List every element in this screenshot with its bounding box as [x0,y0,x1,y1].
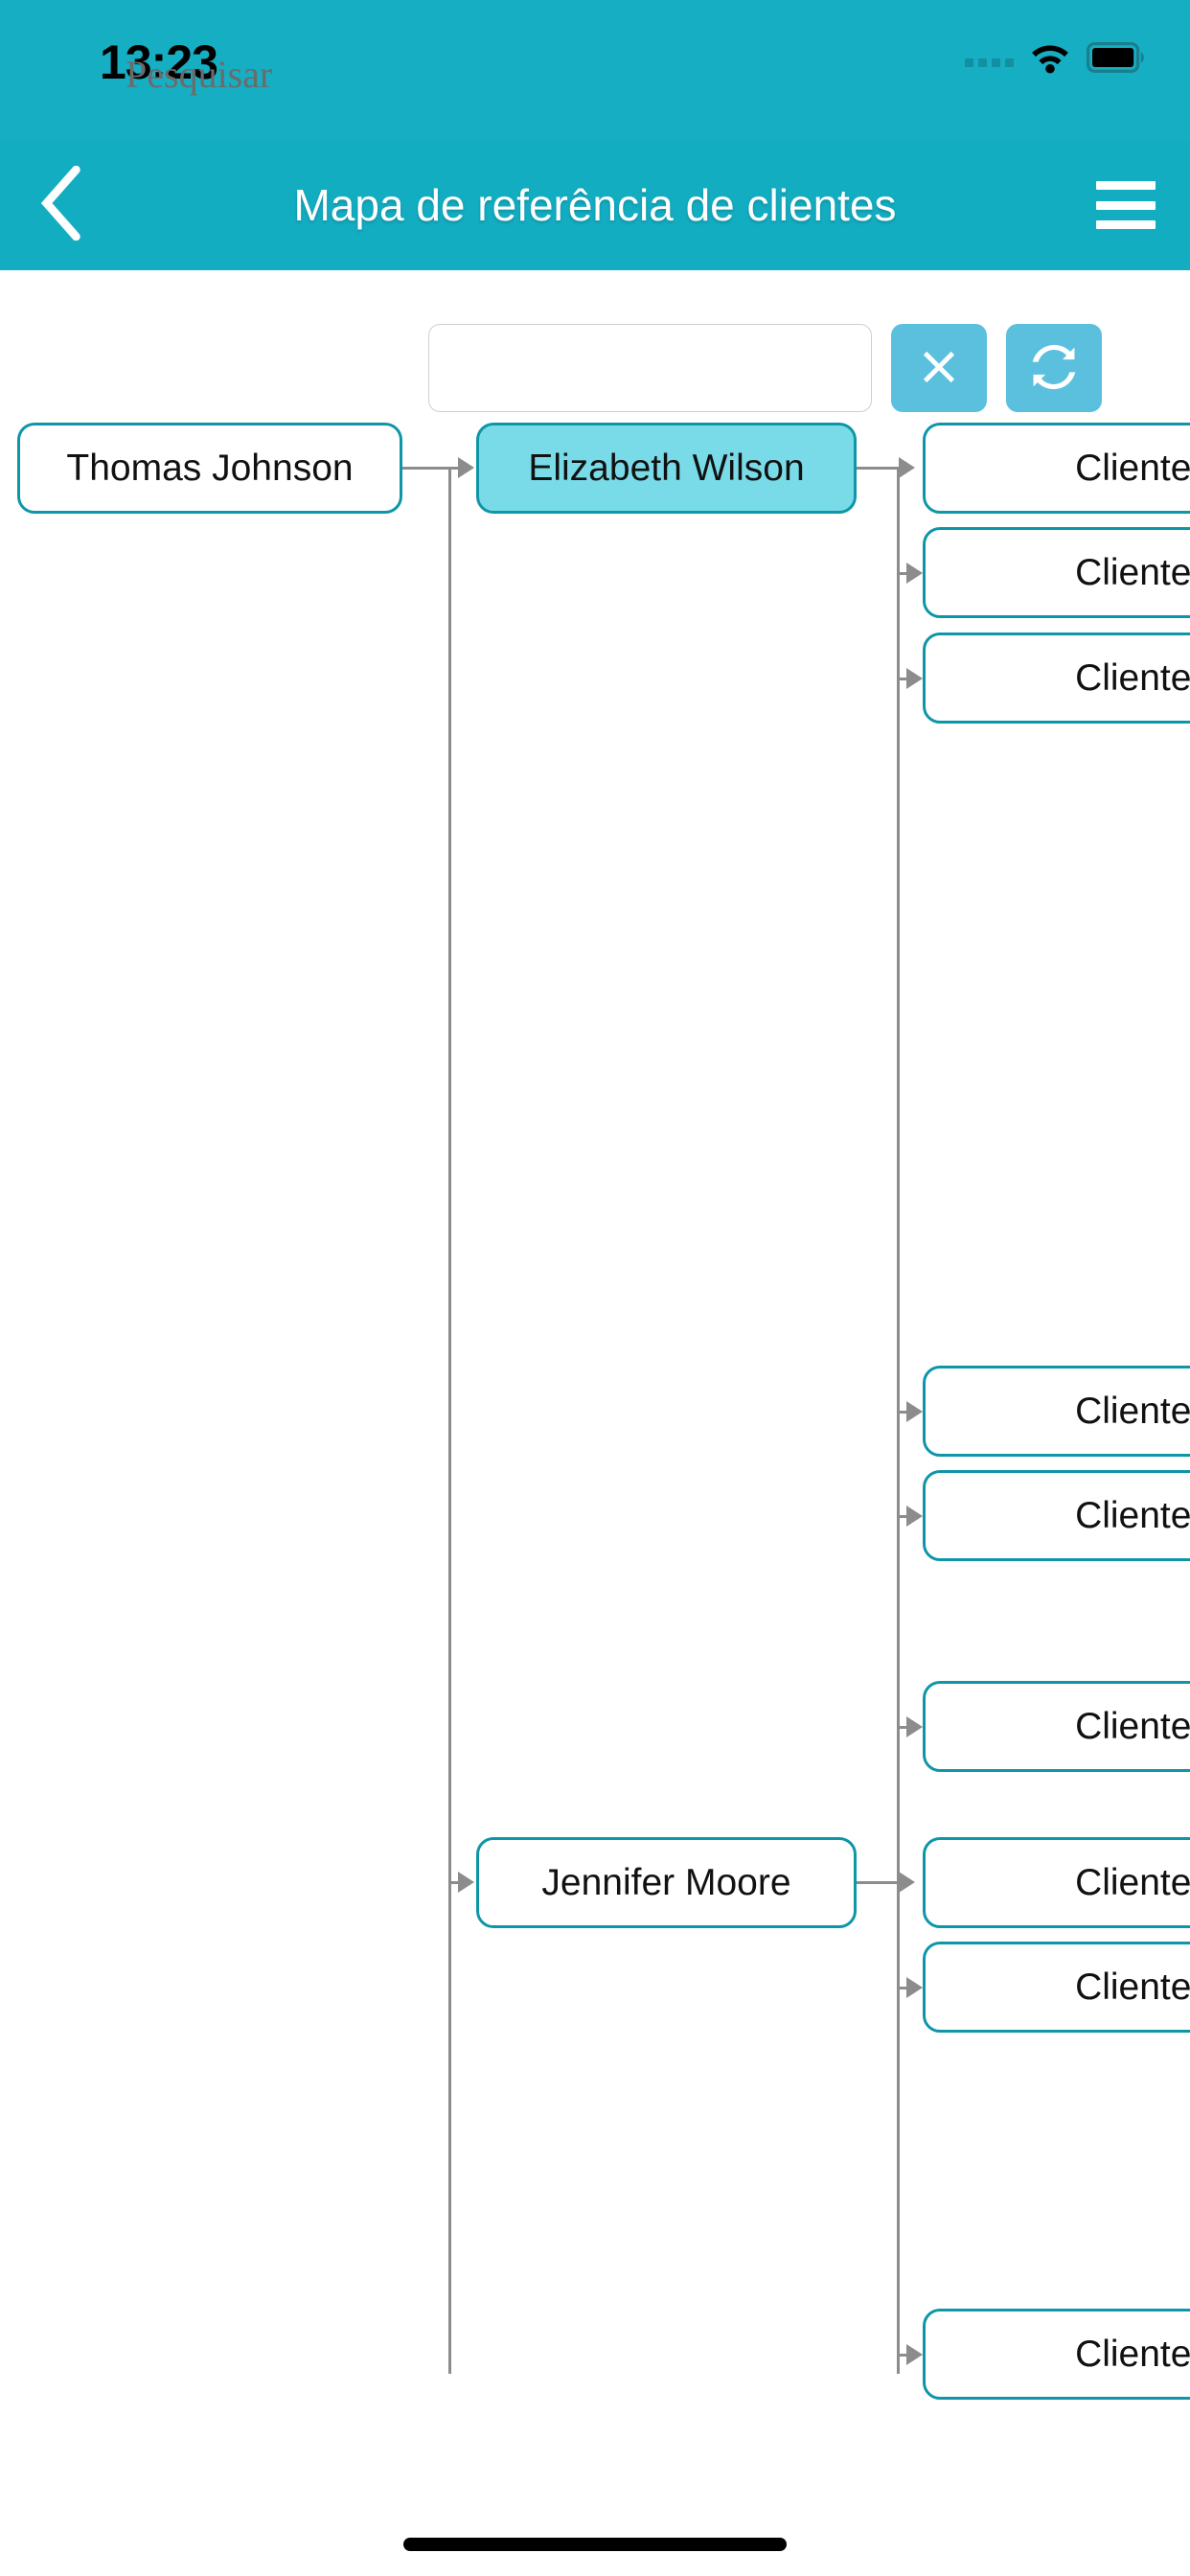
arrow-to-cliente-3 [906,668,923,689]
status-time: 13:23 [100,35,218,89]
signal-dots-icon [965,52,1014,67]
refresh-icon [1030,343,1078,394]
node-label: Cliente 2 [1075,551,1190,593]
node-label: Cliente 9 [1075,2333,1190,2375]
node-label: Cliente 4 [1075,1390,1190,1432]
status-icons [965,36,1144,82]
tree-node-elizabeth-wilson[interactable]: Elizabeth Wilson [476,423,857,514]
node-label: Cliente 1 [1075,447,1190,489]
refresh-button[interactable] [1006,324,1102,412]
tree-node-cliente-7[interactable]: Cliente 7 [923,1837,1190,1928]
connector-h-c5 [897,1515,910,1518]
connector-h-n3-out [857,1881,901,1884]
navigation-bar: Mapa de referência de clientes [0,140,1190,270]
node-label: Cliente 7 [1075,1861,1190,1903]
arrow-to-cliente-6 [906,1716,923,1737]
node-label: Cliente 8 [1075,1966,1190,2008]
node-label: Jennifer Moore [541,1861,791,1903]
arrow-to-cliente-8 [906,1977,923,1998]
search-input[interactable] [428,324,872,412]
page-title: Mapa de referência de clientes [293,180,897,230]
battery-full-icon [1087,41,1144,79]
connector-h-c3 [897,678,910,680]
tree-node-cliente-6[interactable]: Cliente 6 [923,1681,1190,1772]
tree-node-thomas-johnson[interactable]: Thomas Johnson [17,423,402,514]
tree-node-cliente-1[interactable]: Cliente 1 [923,423,1190,514]
clear-search-button[interactable] [891,324,987,412]
node-label: Elizabeth Wilson [528,447,805,489]
node-label: Cliente 6 [1075,1705,1190,1747]
back-button[interactable] [17,159,103,251]
connector-h-n1 [402,467,450,470]
connector-h-c9 [897,2354,910,2357]
node-label: Cliente 5 [1075,1494,1190,1536]
tree-node-jennifer-moore[interactable]: Jennifer Moore [476,1837,857,1928]
connector-h-c4 [897,1411,910,1414]
tree-node-cliente-8[interactable]: Cliente 8 [923,1942,1190,2033]
connector-trunk-level2-a [897,467,900,2374]
connector-trunk-level1 [448,467,451,2374]
connector-h-n2 [448,467,460,470]
arrow-to-jennifer-moore [458,1872,474,1893]
tree-node-cliente-5[interactable]: Cliente 5 [923,1470,1190,1561]
node-label: Cliente 3 [1075,656,1190,699]
arrow-to-cliente-7 [899,1872,915,1893]
arrow-to-cliente-4 [906,1401,923,1422]
connector-h-n2-out [857,467,901,470]
search-label: Pesquisar [126,53,273,96]
hamburger-menu-icon[interactable] [1096,176,1156,234]
arrow-to-cliente-9 [906,2344,923,2365]
connector-h-c8 [897,1987,910,1990]
connector-h-c6 [897,1726,910,1729]
tree-node-cliente-3[interactable]: Cliente 3 [923,632,1190,724]
home-indicator[interactable] [403,2538,787,2551]
wifi-icon [1029,39,1071,80]
arrow-to-cliente-2 [906,563,923,584]
tree-node-cliente-9[interactable]: Cliente 9 [923,2309,1190,2400]
connector-h-n3 [448,1881,460,1884]
arrow-to-cliente-5 [906,1506,923,1527]
tree-node-cliente-2[interactable]: Cliente 2 [923,527,1190,618]
arrow-to-cliente-1 [899,457,915,478]
connector-h-c2 [897,572,910,575]
node-label: Thomas Johnson [66,447,354,489]
arrow-to-elizabeth-wilson [458,457,474,478]
chevron-left-icon [38,165,82,245]
status-bar: 13:23 [0,0,1190,140]
customer-reference-map[interactable]: Thomas Johnson Elizabeth Wilson Jennifer… [0,422,1190,2444]
close-x-icon [917,345,961,392]
tree-node-cliente-4[interactable]: Cliente 4 [923,1366,1190,1457]
